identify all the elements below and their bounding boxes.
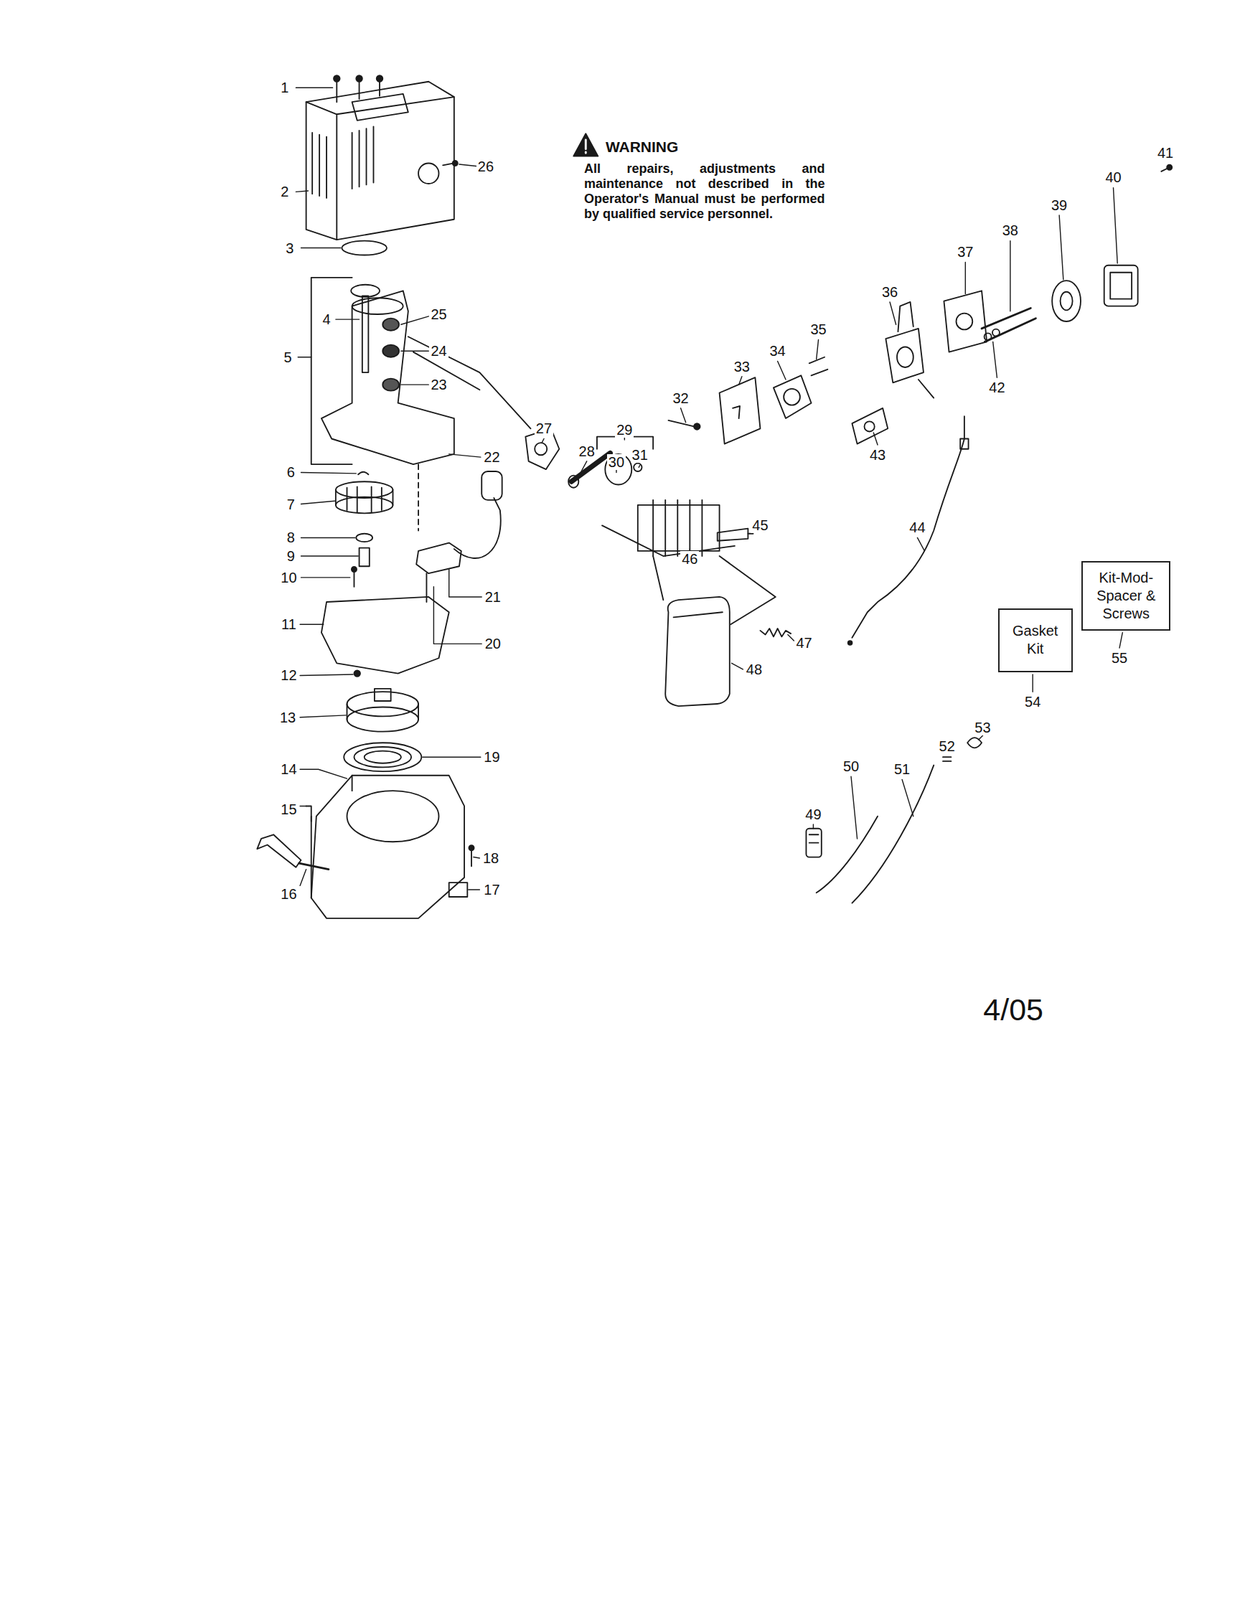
callout-number: 5 (282, 349, 293, 366)
callout-number: 54 (1023, 693, 1042, 710)
kit-box: Gasket Kit (998, 608, 1073, 674)
callout-number: 37 (955, 243, 975, 260)
callout-number: 6 (285, 464, 297, 481)
callout-number: 40 (1103, 169, 1123, 186)
callout-number: 44 (907, 519, 927, 536)
callout-number: 39 (1049, 197, 1069, 214)
callout-number: 22 (482, 449, 501, 465)
callout-number: 3 (284, 240, 295, 257)
callout-number: 13 (278, 709, 298, 726)
callout-number: 34 (768, 343, 788, 359)
callout-number: 36 (880, 284, 900, 300)
callout-number: 7 (285, 496, 297, 513)
callout-number: 42 (987, 379, 1007, 396)
callout-number: 51 (892, 761, 912, 778)
callout-number: 49 (803, 806, 823, 823)
callout-number: 30 (607, 454, 626, 471)
callout-number: 17 (482, 881, 501, 898)
callout-number: 10 (279, 569, 298, 586)
callout-number: 46 (680, 551, 699, 567)
callout-number: 41 (1156, 144, 1175, 161)
callout-number: 48 (744, 661, 764, 678)
callout-number: 31 (630, 447, 650, 463)
callout-number: 1 (279, 79, 290, 96)
callout-number: 26 (476, 158, 496, 175)
callout-number: 47 (794, 635, 814, 651)
callout-number: 45 (750, 517, 770, 534)
callout-number: 32 (670, 390, 690, 407)
callout-number: 2 (279, 183, 290, 200)
warning-note: All repairs, adjustments and maintenance… (582, 161, 827, 223)
callout-number: 38 (1001, 222, 1020, 239)
kit-box: Kit-Mod-Spacer & Screws (1081, 561, 1171, 631)
kit-label: Gasket Kit (1005, 622, 1066, 659)
callout-number: 52 (937, 738, 957, 755)
callout-number: 24 (429, 343, 448, 359)
callout-number: 35 (808, 321, 828, 338)
callout-number: 25 (429, 306, 448, 323)
callout-number: 27 (534, 420, 554, 437)
callout-number: 20 (483, 635, 503, 652)
callout-number: 43 (868, 447, 887, 463)
callout-number: 8 (285, 529, 297, 546)
callout-number: 9 (285, 548, 297, 565)
revision-date: 4/05 (981, 993, 1045, 1027)
kit-label: Kit-Mod-Spacer & Screws (1088, 569, 1164, 623)
callout-number: 21 (483, 589, 503, 605)
callout-number: 50 (841, 758, 861, 775)
callout-number: 11 (279, 616, 298, 633)
callout-number: 14 (279, 761, 298, 778)
callout-number: 28 (577, 443, 597, 460)
callout-number: 53 (973, 719, 992, 736)
callout-number: 4 (321, 311, 333, 328)
callout-number: 29 (614, 421, 634, 438)
callout-number: 55 (1110, 650, 1129, 666)
callout-number: 23 (429, 376, 448, 393)
callout-number: 18 (481, 850, 501, 867)
callout-number: 15 (279, 801, 298, 818)
callout-number: 12 (279, 667, 298, 684)
callout-number: 19 (482, 749, 501, 765)
warning-heading: WARNING (604, 138, 681, 155)
callout-number: 16 (279, 886, 298, 902)
callout-number: 33 (732, 358, 752, 375)
